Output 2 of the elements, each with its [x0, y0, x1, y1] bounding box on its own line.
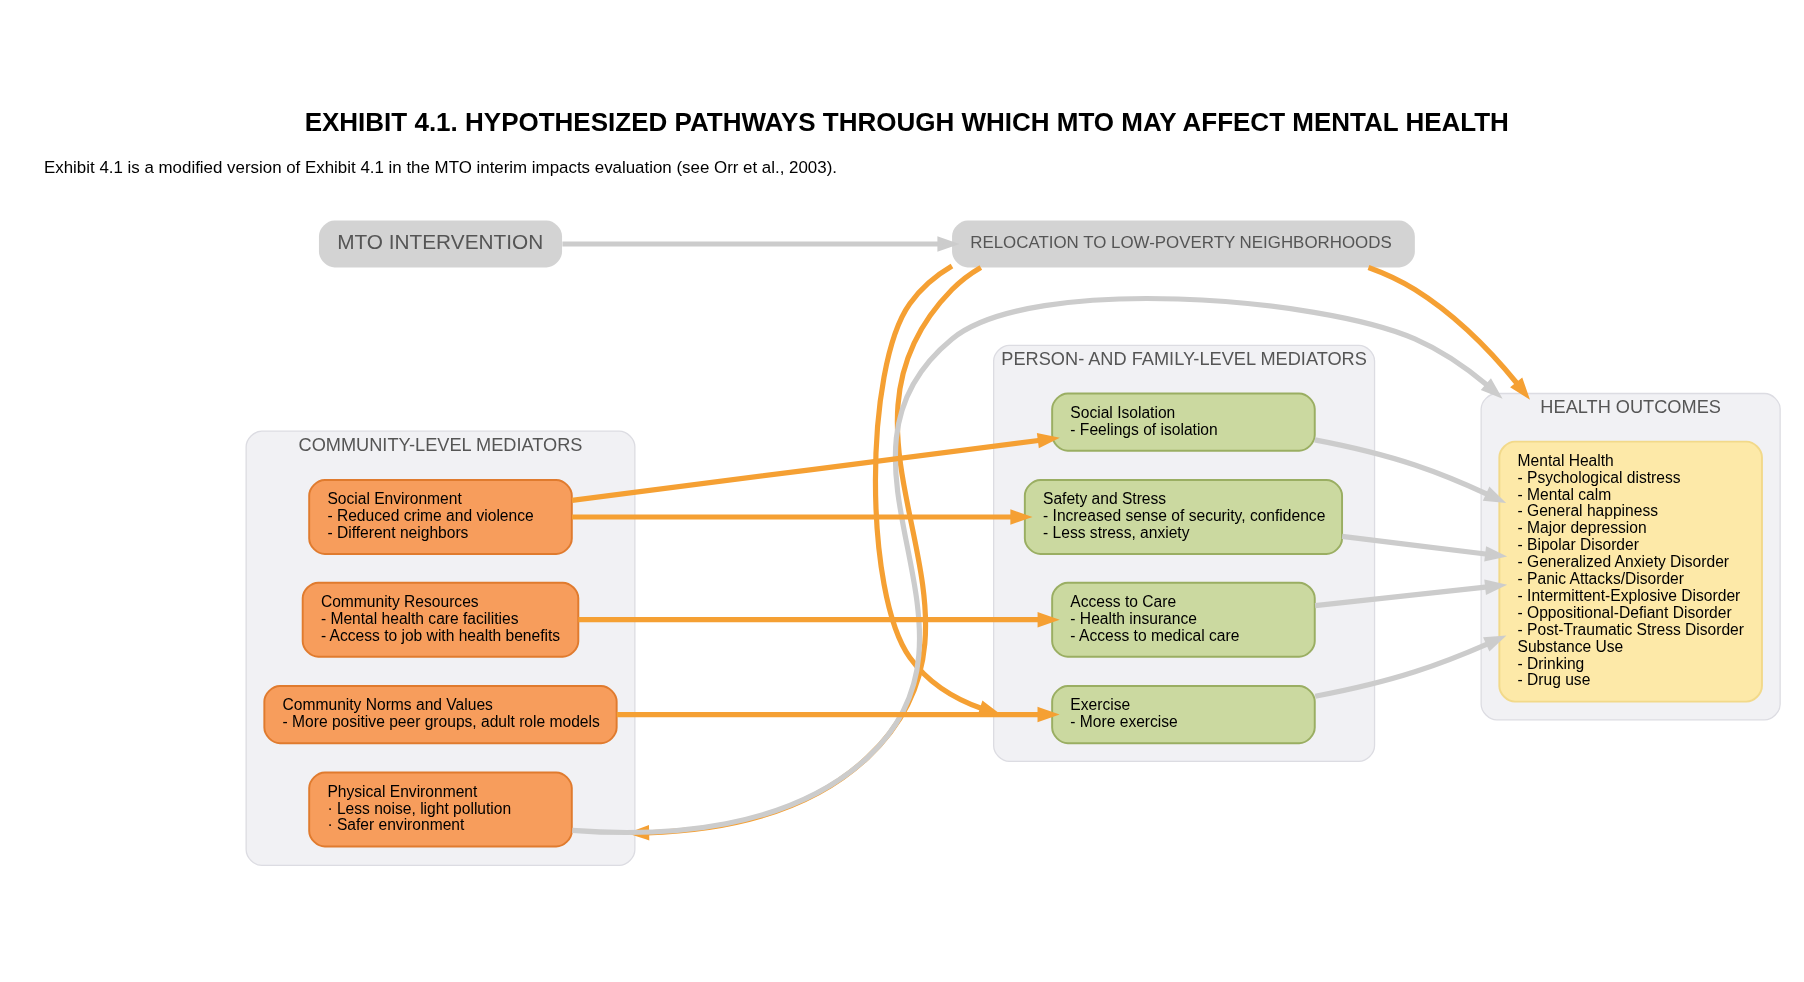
diagram-title: EXHIBIT 4.1. HYPOTHESIZED PATHWAYS THROUGH WHICH MTO MAY AFFECT MENTAL HEALTH	[304, 106, 1509, 137]
caption: Exhibit 4.1 is a modified version of Exhibit 4.1 in the MTO interim impacts evaluation (see Orr et al., 2003).	[44, 158, 837, 178]
